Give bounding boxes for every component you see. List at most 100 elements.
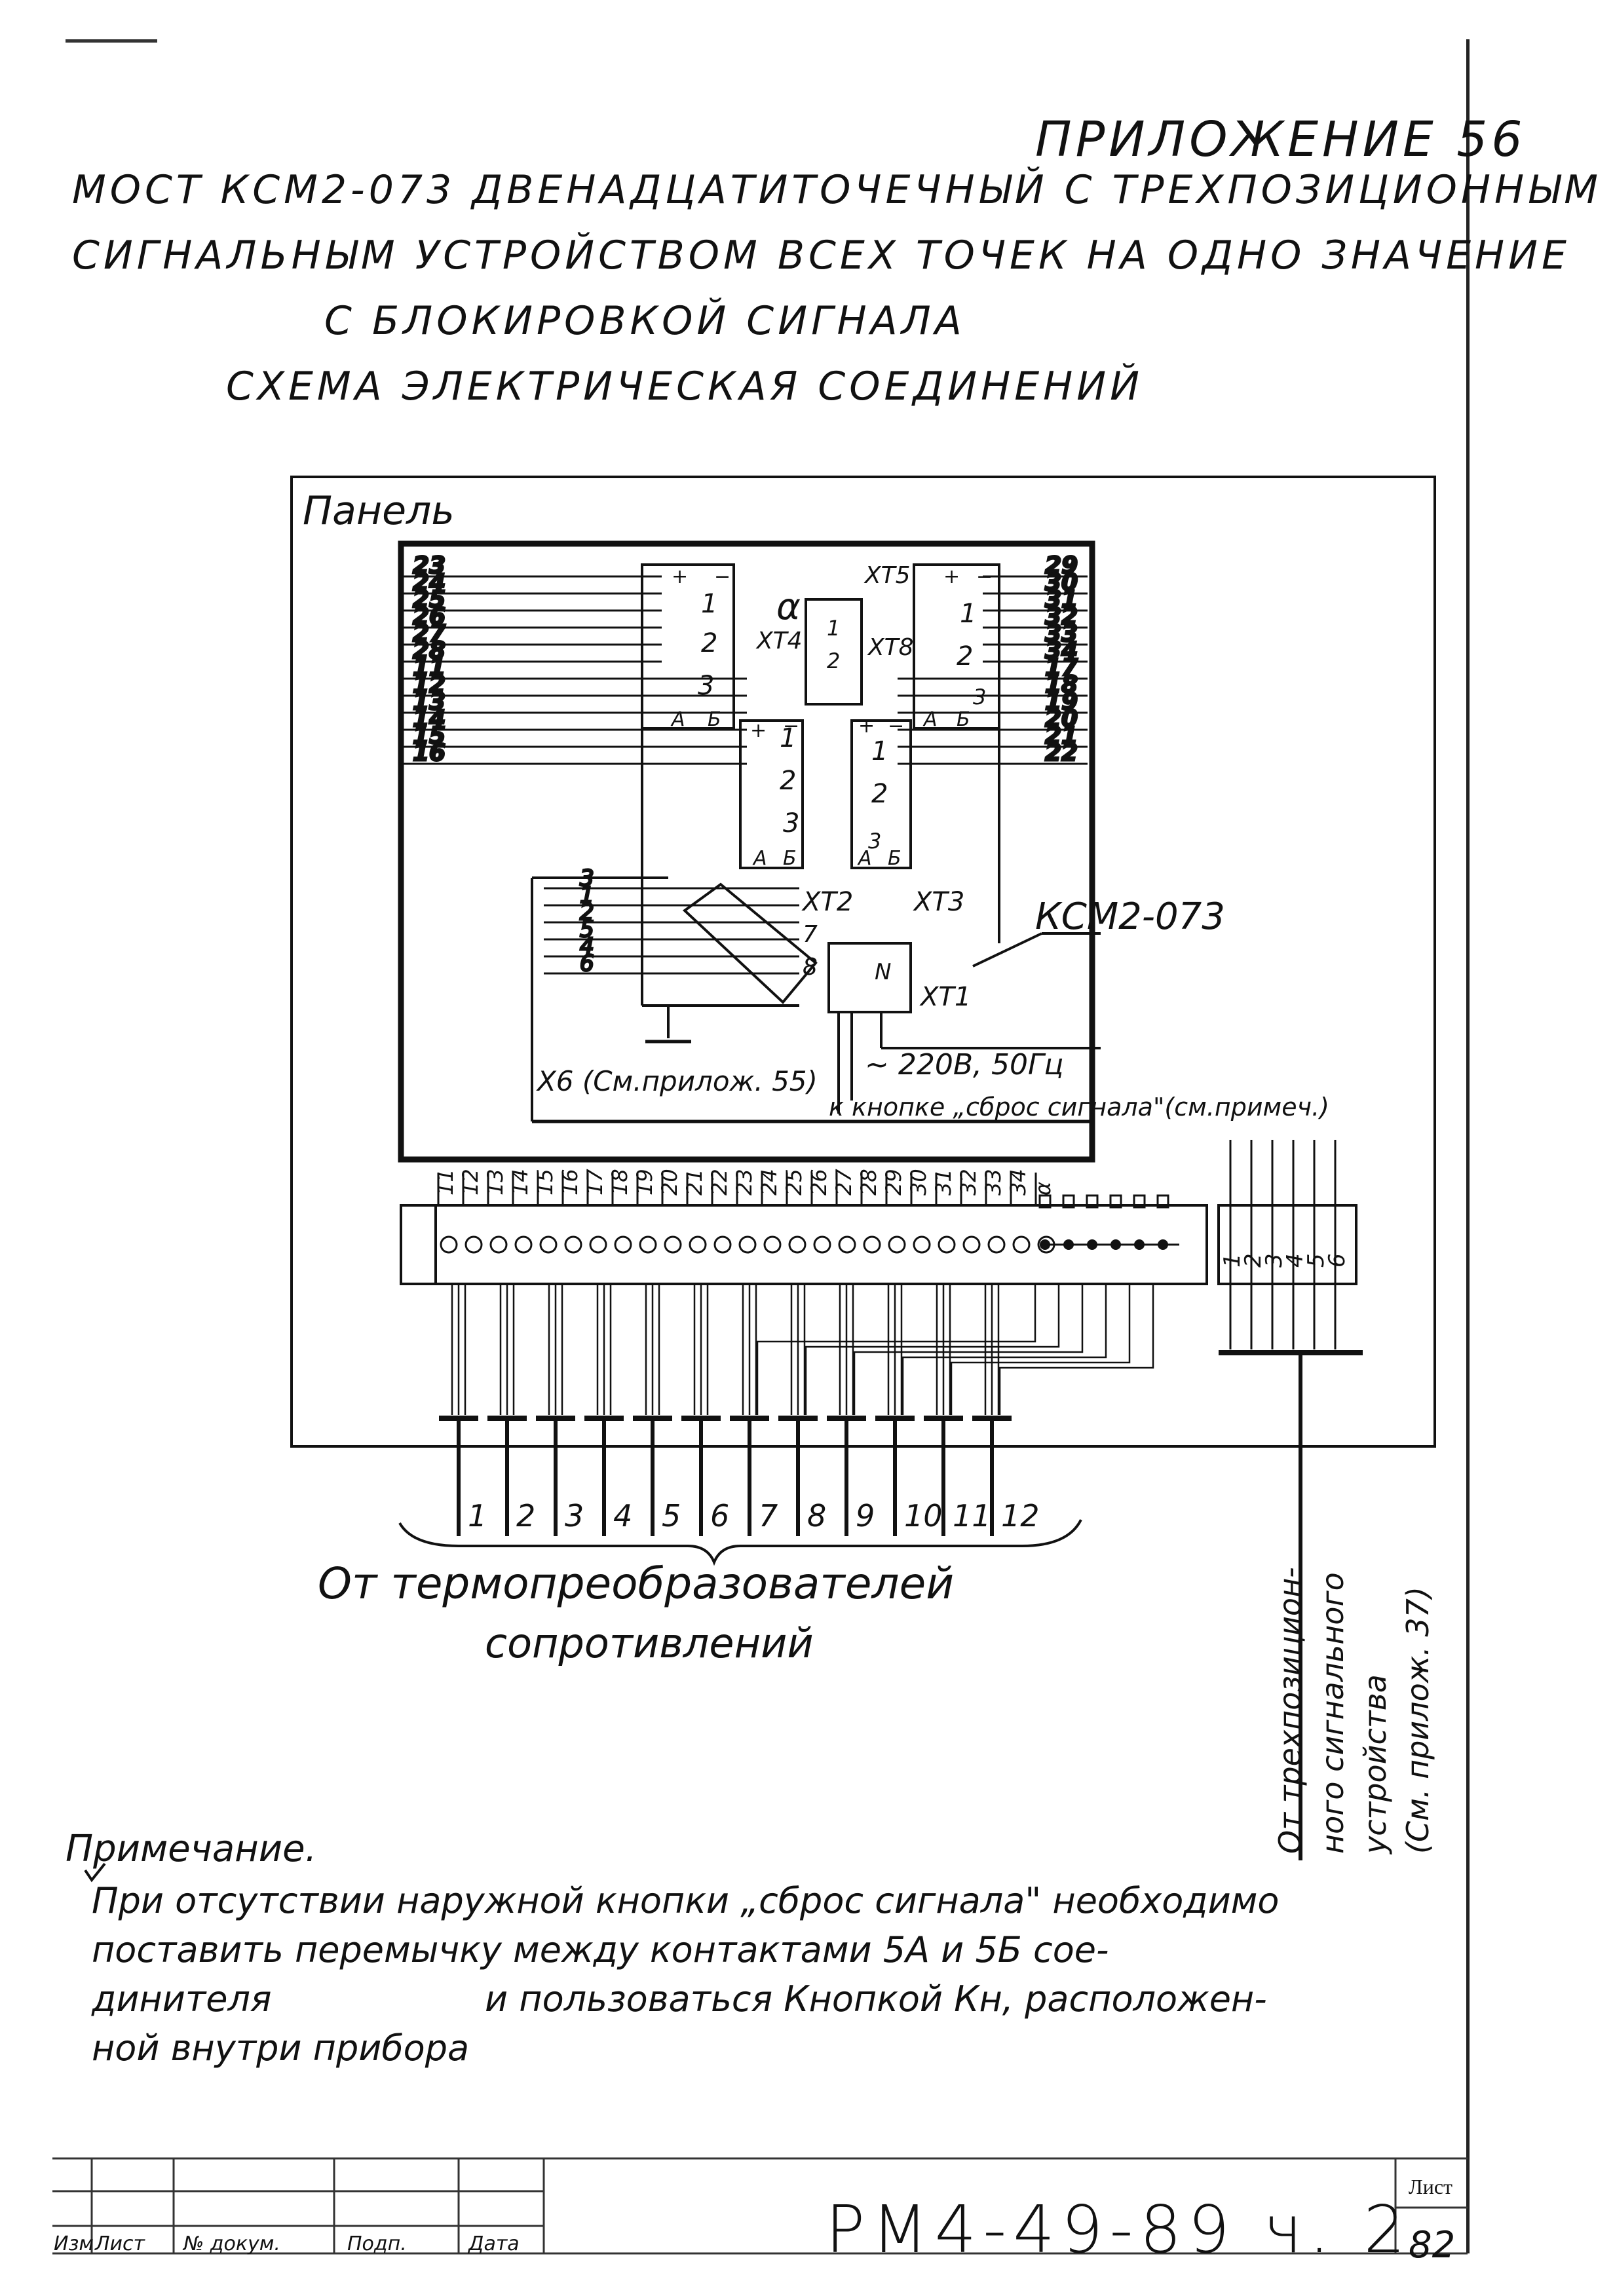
power-label: ~ 220В, 50Гц xyxy=(865,1048,1063,1082)
side-caption-2: ного сигнального xyxy=(1315,1572,1350,1854)
strip-bridge-cap-3 xyxy=(1086,1194,1099,1209)
note-line-3: динителя xyxy=(92,1978,272,2020)
xt2-minus: − xyxy=(783,715,799,738)
strip-terminal-16 xyxy=(564,1235,582,1254)
xt5-pin-1: 1 xyxy=(960,599,976,629)
xt3-b: Б xyxy=(888,847,901,870)
stamp-col-doc: № докум. xyxy=(182,2232,280,2255)
right-wire-num-22: 22 xyxy=(1045,740,1078,766)
sensor-num-10: 10 xyxy=(904,1498,943,1534)
x6-block xyxy=(682,882,818,1004)
sensor-num-9: 9 xyxy=(856,1498,875,1534)
left-wire-num-28: 28 xyxy=(413,637,446,664)
strip-terminal-17 xyxy=(589,1235,607,1254)
right-wire-num-31: 31 xyxy=(1045,586,1078,613)
note-line-1: При отсутствии наружной кнопки „сброс си… xyxy=(92,1880,1280,1921)
sensor-fan-11 xyxy=(950,1284,1131,1415)
strip-num-31: 31 xyxy=(931,1169,956,1195)
xt5-plus: + xyxy=(943,565,960,588)
strip2-num-2: 2 xyxy=(1240,1253,1266,1268)
stamp-col-date: Дата xyxy=(467,2232,520,2255)
sensor-fan-12 xyxy=(998,1284,1154,1415)
strip-bridge-cap-4 xyxy=(1109,1194,1122,1209)
right-wire-num-29: 29 xyxy=(1045,552,1078,579)
note-line-2: поставить перемычку между контактами 5А … xyxy=(92,1929,1109,1970)
xt2-pin-3: 3 xyxy=(783,808,799,838)
strip-num-19: 19 xyxy=(632,1169,657,1195)
strip-terminal-30 xyxy=(913,1235,931,1254)
xt2-label: XT2 xyxy=(801,887,853,917)
sensor-num-11: 11 xyxy=(953,1498,991,1534)
x6-wire-num-1: 1 xyxy=(580,882,594,909)
strip-terminal-28 xyxy=(863,1235,881,1254)
x6-wire-num-2: 2 xyxy=(580,899,594,926)
xt2-plus: + xyxy=(750,719,767,742)
title-line-2: СИГНАЛЬНЫМ УСТРОЙСТВОМ ВСЕХ ТОЧЕК НА ОДН… xyxy=(72,233,1570,278)
xt4-block xyxy=(641,563,735,730)
strip-terminal-12 xyxy=(465,1235,483,1254)
right-wire-num-18: 18 xyxy=(1045,671,1078,698)
xt4-a: А xyxy=(670,708,685,731)
strip-terminal-20 xyxy=(664,1235,682,1254)
strip-num-27: 27 xyxy=(831,1169,856,1195)
strip-num-14: 14 xyxy=(508,1169,533,1195)
strip-num-20: 20 xyxy=(657,1169,682,1195)
strip-terminal-23 xyxy=(738,1235,757,1254)
xt5-pin-2: 2 xyxy=(957,641,973,671)
xt5-block xyxy=(913,563,1000,730)
note-check-icon xyxy=(84,1862,106,1883)
strip-num-29: 29 xyxy=(881,1169,906,1195)
strip-num-17: 17 xyxy=(582,1169,607,1195)
right-wire-num-20: 20 xyxy=(1045,706,1078,732)
strip-terminal-26 xyxy=(813,1235,831,1254)
strip-terminal-13 xyxy=(489,1235,508,1254)
title-line-4: СХЕМА ЭЛЕКТРИЧЕСКАЯ СОЕДИНЕНИЙ xyxy=(226,364,1144,409)
left-wire-num-12: 12 xyxy=(413,671,446,698)
strip-terminal-11 xyxy=(440,1235,458,1254)
strip-num-18: 18 xyxy=(607,1169,632,1195)
strip-terminal-31 xyxy=(938,1235,956,1254)
sensor-num-5: 5 xyxy=(662,1498,681,1534)
sensor-num-4: 4 xyxy=(613,1498,632,1534)
sensor-num-6: 6 xyxy=(710,1498,729,1534)
sensor-num-1: 1 xyxy=(468,1498,487,1534)
sensor-fan-8 xyxy=(805,1284,1060,1415)
xt4-pin-1: 1 xyxy=(701,589,717,619)
strip-num-11: 11 xyxy=(433,1169,458,1195)
xt5-label: XT5 xyxy=(863,562,911,589)
x6-wire-num-3: 3 xyxy=(580,865,594,892)
device-label: КСМ2-073 xyxy=(1035,895,1225,938)
xt8-pin-2: 2 xyxy=(827,649,840,673)
left-wire-num-24: 24 xyxy=(413,569,446,596)
panel-label: Панель xyxy=(303,488,455,534)
strip-terminal-25 xyxy=(788,1235,806,1254)
sensor-fan-7 xyxy=(756,1284,1036,1415)
strip-num-34: 34 xyxy=(1006,1169,1031,1195)
left-wire-num-15: 15 xyxy=(413,723,446,749)
left-wire-num-16: 16 xyxy=(413,740,446,766)
sensor-caption-1: От термопреобразователей xyxy=(318,1558,954,1609)
sensor-caption-2: сопротивлений xyxy=(485,1619,814,1667)
xt3-label: XT3 xyxy=(913,887,964,917)
strip2-num-6: 6 xyxy=(1324,1253,1350,1268)
strip-terminal-14 xyxy=(514,1235,533,1254)
x6-wire-num-5: 5 xyxy=(580,916,594,943)
xt4-b: Б xyxy=(708,708,721,731)
xt8-block xyxy=(805,598,863,706)
stamp-col-izm: Изм xyxy=(54,2232,94,2255)
strip-terminal-24 xyxy=(763,1235,782,1254)
sensor-num-2: 2 xyxy=(516,1498,535,1534)
device-block xyxy=(398,540,1095,1163)
xt5-b: Б xyxy=(957,708,970,731)
title-line-3: С БЛОКИРОВКОЙ СИГНАЛА xyxy=(324,298,966,344)
strip-bridge-cap-2 xyxy=(1062,1194,1075,1209)
xt3-pin-2: 2 xyxy=(871,779,888,809)
strip-terminal-15 xyxy=(539,1235,558,1254)
xt1-block xyxy=(827,942,912,1013)
right-wire-num-30: 30 xyxy=(1045,569,1078,596)
appendix-heading: ПРИЛОЖЕНИЕ 56 xyxy=(1035,111,1527,168)
xt4-plus: + xyxy=(672,565,688,588)
strip-terminal-34 xyxy=(1012,1235,1031,1254)
xt1-label: XT1 xyxy=(919,982,971,1012)
sensor-brace xyxy=(398,1519,1082,1566)
